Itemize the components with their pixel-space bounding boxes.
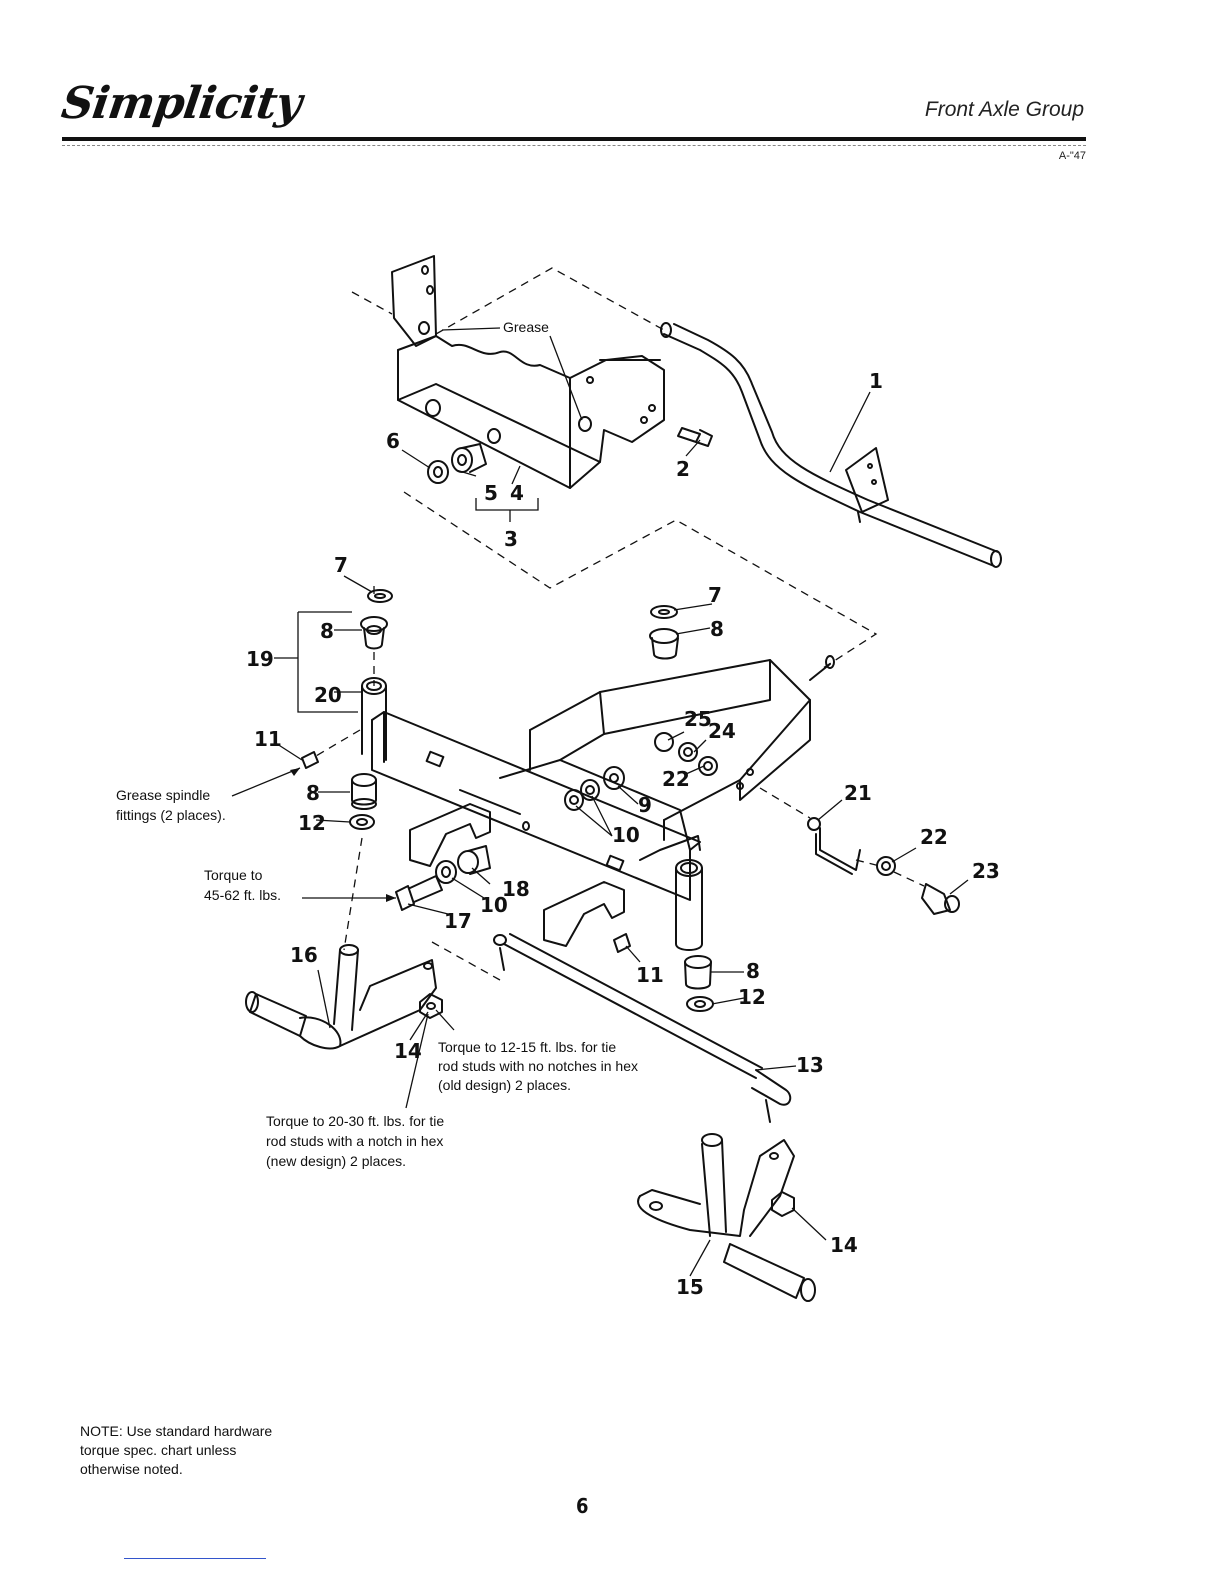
- callout-grease: Grease: [503, 319, 549, 335]
- label-part-20: 20: [314, 683, 342, 707]
- washer-24: [678, 742, 698, 762]
- callout-torque-17-line2: 45-62 ft. lbs.: [204, 887, 281, 903]
- washer-12-left: [349, 814, 375, 830]
- spacer-18: [457, 845, 491, 875]
- bolt-17: [395, 875, 443, 911]
- arrowhead-torque: [386, 894, 396, 902]
- arrowhead-grease: [290, 768, 300, 776]
- washer-22-center: [698, 756, 718, 776]
- label-part-22-right: 22: [920, 825, 948, 849]
- label-part-14-left: 14: [394, 1039, 422, 1063]
- nut-9: [603, 766, 625, 790]
- label-part-3: 3: [504, 527, 518, 551]
- spindle-bore-left: [361, 677, 387, 761]
- spindle-15-right: [637, 1133, 816, 1302]
- pivot-rod-part-1: [660, 322, 1002, 568]
- callout-torque-new-line1: Torque to 20-30 ft. lbs. for tie: [266, 1113, 444, 1129]
- grease-fitting-11-left: [301, 751, 319, 769]
- label-part-24: 24: [708, 719, 736, 743]
- callout-torque-old-line1: Torque to 12-15 ft. lbs. for tie: [438, 1039, 616, 1055]
- washer-7-right: [650, 605, 678, 619]
- label-part-11-left: 11: [254, 727, 282, 751]
- nut-14-right: [771, 1191, 795, 1217]
- support-bracket: [391, 255, 665, 489]
- hitch-pin-21: [807, 817, 861, 875]
- note-line-2: torque spec. chart unless: [80, 1442, 237, 1458]
- label-part-7-left: 7: [334, 553, 348, 577]
- part-number-labels: 1 2 3 4 5 6 7 7 8 8 8 8 9 10 10 11 11 12…: [246, 369, 1000, 1299]
- bushing-part-5: [451, 443, 487, 473]
- bolt-part-2: [677, 427, 713, 447]
- torque-note: NOTE: Use standard hardware torque spec.…: [80, 1422, 272, 1479]
- label-part-10-b: 10: [480, 893, 508, 917]
- label-part-6: 6: [386, 429, 400, 453]
- page-title: Front Axle Group: [924, 98, 1084, 121]
- header-rule: [62, 137, 1086, 141]
- tie-rod-13: [493, 933, 792, 1123]
- label-part-12-right: 12: [738, 985, 766, 1009]
- bolt-23: [921, 883, 960, 915]
- bushing-8-upper-right: [649, 628, 679, 660]
- label-part-25: 25: [684, 707, 712, 731]
- label-part-7-right: 7: [708, 583, 722, 607]
- callout-grease-spindle-line1: Grease spindle: [116, 787, 210, 803]
- leader-lines: [231, 327, 969, 1277]
- washer-7-left: [367, 589, 393, 603]
- grease-fitting-11-right: [613, 933, 631, 953]
- label-part-12-left: 12: [298, 811, 326, 835]
- callout-grease-spindle-line2: fittings (2 places).: [116, 807, 226, 823]
- link-underline[interactable]: [124, 1558, 266, 1559]
- label-part-10-a: 10: [612, 823, 640, 847]
- page-number: 6: [576, 1494, 589, 1518]
- spindle-bore-right: [675, 859, 703, 951]
- spindle-16-left: [245, 944, 437, 1050]
- washer-part-6: [427, 460, 449, 484]
- label-part-8-c: 8: [306, 781, 320, 805]
- label-part-11-right: 11: [636, 963, 664, 987]
- assembly-guide-lines: [315, 267, 925, 981]
- label-part-17: 17: [444, 909, 472, 933]
- label-part-1: 1: [869, 369, 883, 393]
- label-part-13: 13: [796, 1053, 824, 1077]
- document-code: A-"47: [1058, 150, 1086, 162]
- washers-10-center: [564, 779, 600, 811]
- label-part-2: 2: [676, 457, 690, 481]
- label-part-14-right: 14: [830, 1233, 858, 1257]
- washer-22-right: [876, 856, 896, 876]
- callout-torque-new-line3: (new design) 2 places.: [266, 1153, 406, 1169]
- label-part-5: 5: [484, 481, 498, 505]
- front-axle: [371, 655, 835, 947]
- label-part-4: 4: [510, 481, 524, 505]
- callout-torque-17-line1: Torque to: [204, 867, 263, 883]
- label-part-19: 19: [246, 647, 274, 671]
- note-line-1: NOTE: Use standard hardware: [80, 1423, 273, 1439]
- nut-25: [654, 732, 674, 752]
- bushing-8-lower-left: [351, 773, 377, 810]
- note-line-3: otherwise noted.: [80, 1461, 183, 1477]
- label-part-8-a: 8: [320, 619, 334, 643]
- label-part-18: 18: [502, 877, 530, 901]
- label-part-8-d: 8: [746, 959, 760, 983]
- callout-torque-new-line2: rod studs with a notch in hex: [266, 1133, 443, 1149]
- label-part-8-b: 8: [710, 617, 724, 641]
- bushing-8-upper-left: [360, 616, 388, 650]
- callout-texts: Grease Grease spindle fittings (2 places…: [116, 319, 638, 1169]
- label-part-23: 23: [972, 859, 1000, 883]
- label-part-16: 16: [290, 943, 318, 967]
- label-part-21: 21: [844, 781, 872, 805]
- callout-torque-old-line2: rod studs with no notches in hex: [438, 1058, 638, 1074]
- callout-torque-old-line3: (old design) 2 places.: [438, 1077, 571, 1093]
- label-part-9: 9: [638, 793, 652, 817]
- washer-10-lower: [435, 860, 457, 884]
- label-part-15: 15: [676, 1275, 704, 1299]
- label-part-22-center: 22: [662, 767, 690, 791]
- header-rule-thin: [62, 145, 1086, 147]
- bushing-8-lower-right: [684, 955, 712, 990]
- nut-14-left: [419, 993, 443, 1019]
- washer-12-right: [686, 996, 714, 1012]
